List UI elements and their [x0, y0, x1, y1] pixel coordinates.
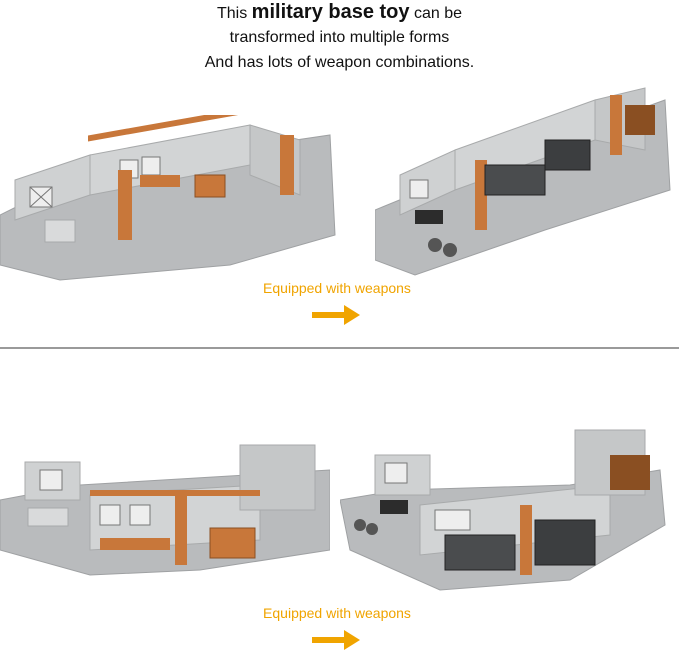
crate — [194, 174, 226, 198]
headline-product-name: military base toy — [251, 1, 410, 23]
gun-rack — [610, 455, 650, 490]
barrel — [354, 519, 366, 531]
pillar — [520, 505, 532, 575]
wall-cap — [88, 115, 253, 142]
pillar — [475, 160, 487, 230]
window — [129, 504, 151, 526]
gun-rack — [625, 105, 655, 135]
base-empty-long-image — [0, 115, 336, 281]
window — [99, 504, 121, 526]
pillar — [610, 95, 622, 155]
caption-bottom: Equipped with weapons — [263, 605, 411, 621]
base-empty-compact-image — [0, 444, 330, 576]
floor-tile — [27, 507, 69, 527]
barrel — [428, 238, 442, 252]
barrel — [366, 523, 378, 535]
base-equipped-compact-image — [340, 429, 666, 591]
window — [384, 462, 408, 484]
helmet-stand — [544, 139, 591, 171]
pillar — [118, 170, 132, 240]
motorcycle — [380, 500, 408, 514]
headline-line-2: transformed into multiple forms — [229, 29, 450, 46]
headline-suffix: can be — [409, 5, 462, 22]
headline-line-3: And has lots of weapon combinations. — [204, 54, 475, 71]
table — [140, 175, 180, 187]
table — [100, 538, 170, 550]
window — [141, 156, 161, 176]
weapon-rack — [444, 534, 516, 571]
window — [409, 179, 429, 199]
weapon-rack — [484, 164, 546, 196]
window — [434, 509, 471, 531]
right-arrow-icon — [312, 305, 360, 325]
base-equipped-long-image — [375, 87, 671, 276]
motorcycle — [415, 210, 443, 224]
headline-line-1: This military base toy can be — [0, 0, 679, 26]
caption-top: Equipped with weapons — [263, 280, 411, 296]
barrel — [443, 243, 457, 257]
helmet-stand — [534, 519, 596, 566]
crate — [209, 527, 256, 559]
headline-prefix: This — [217, 5, 252, 22]
wall-right — [239, 444, 316, 511]
floor-tile — [44, 219, 76, 243]
section-divider — [0, 347, 679, 349]
right-arrow-icon — [312, 630, 360, 650]
pillar — [175, 490, 187, 565]
window — [39, 469, 63, 491]
pillar — [280, 135, 294, 195]
